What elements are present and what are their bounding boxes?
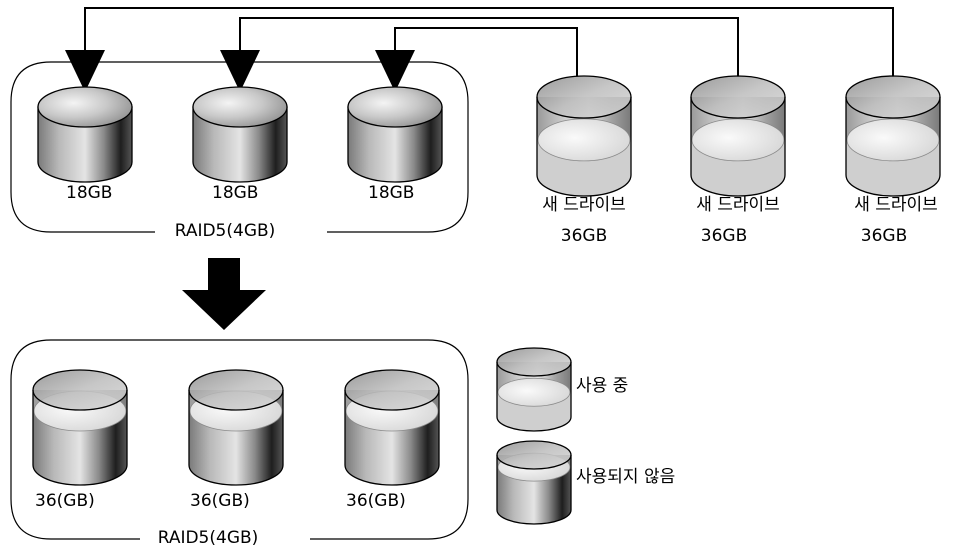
legend-unused-label: 사용되지 않음 (576, 467, 676, 487)
new-drive-1-size: 36GB (560, 226, 608, 246)
disk-surface (537, 118, 631, 162)
disk-outline (32, 390, 128, 486)
disk-rim (188, 369, 284, 411)
disk-rim (344, 369, 440, 411)
legend-used-label: 사용 중 (576, 376, 629, 396)
new-drive-3-size: 36GB (860, 226, 908, 246)
disk-fill (33, 411, 127, 485)
raid-group-frames (10, 61, 469, 540)
bottom-raid-frame (10, 339, 469, 540)
disk-top (347, 86, 443, 128)
new-drive-3-name: 새 드라이브 (854, 195, 938, 215)
new-drive-2 (690, 75, 786, 197)
new-drive-3 (845, 75, 941, 197)
disk-rim (496, 347, 572, 377)
disk-surface (846, 118, 940, 162)
top-disk-2-size: 18GB (212, 183, 259, 203)
new-drive-1-name: 새 드라이브 (542, 195, 626, 215)
new-drive-1 (536, 75, 632, 197)
disk-fill (189, 411, 283, 485)
arrowhead-3 (375, 50, 415, 92)
disk-outline (536, 97, 632, 197)
disk-outline (845, 97, 941, 197)
disk-rim (32, 369, 128, 411)
disk-outline (344, 390, 440, 486)
disk-outline (496, 362, 572, 432)
connector-1 (84, 7, 894, 77)
bottom-disk-1-size: 36(GB) (35, 491, 95, 511)
new-drive-2-size: 36GB (700, 226, 748, 246)
disk-rim (496, 440, 572, 470)
transition-arrow (182, 258, 266, 330)
disk-fill (345, 411, 439, 485)
disk-outline (188, 390, 284, 486)
disk-fill (497, 467, 571, 524)
bottom-disk-1 (32, 369, 128, 486)
bottom-raid-label: RAID5(4GB) (151, 528, 265, 548)
top-disk-3 (347, 86, 443, 183)
bottom-disk-3 (344, 369, 440, 486)
connector-lines (65, 7, 894, 330)
connector-2 (239, 17, 739, 77)
disk-rim (845, 75, 941, 119)
disk-rim (536, 75, 632, 119)
legend-used-icon (496, 347, 572, 432)
top-raid-frame (10, 61, 469, 233)
bottom-disk-3-size: 36(GB) (346, 491, 406, 511)
disk-surface (691, 118, 785, 162)
disk-side (347, 106, 443, 183)
disk-surface (497, 377, 571, 407)
bottom-disk-2 (188, 369, 284, 486)
arrowhead-1 (65, 50, 105, 92)
connector-3 (394, 27, 578, 77)
legend-unused-icon (496, 440, 572, 525)
disk-rim (690, 75, 786, 119)
top-disk-2 (192, 86, 288, 183)
bottom-disk-2-size: 36(GB) (190, 491, 250, 511)
arrowhead-2 (220, 50, 260, 92)
disk-outline (496, 455, 572, 525)
disk-side (192, 106, 288, 183)
disk-top (192, 86, 288, 128)
disk-side (37, 106, 133, 183)
top-disk-1-size: 18GB (66, 183, 113, 203)
disk-icons (32, 75, 941, 525)
disk-top (37, 86, 133, 128)
top-disk-1 (37, 86, 133, 183)
top-disk-3-size: 18GB (368, 183, 415, 203)
new-drive-2-name: 새 드라이브 (696, 195, 780, 215)
disk-outline (690, 97, 786, 197)
top-raid-label: RAID5(4GB) (168, 221, 282, 241)
